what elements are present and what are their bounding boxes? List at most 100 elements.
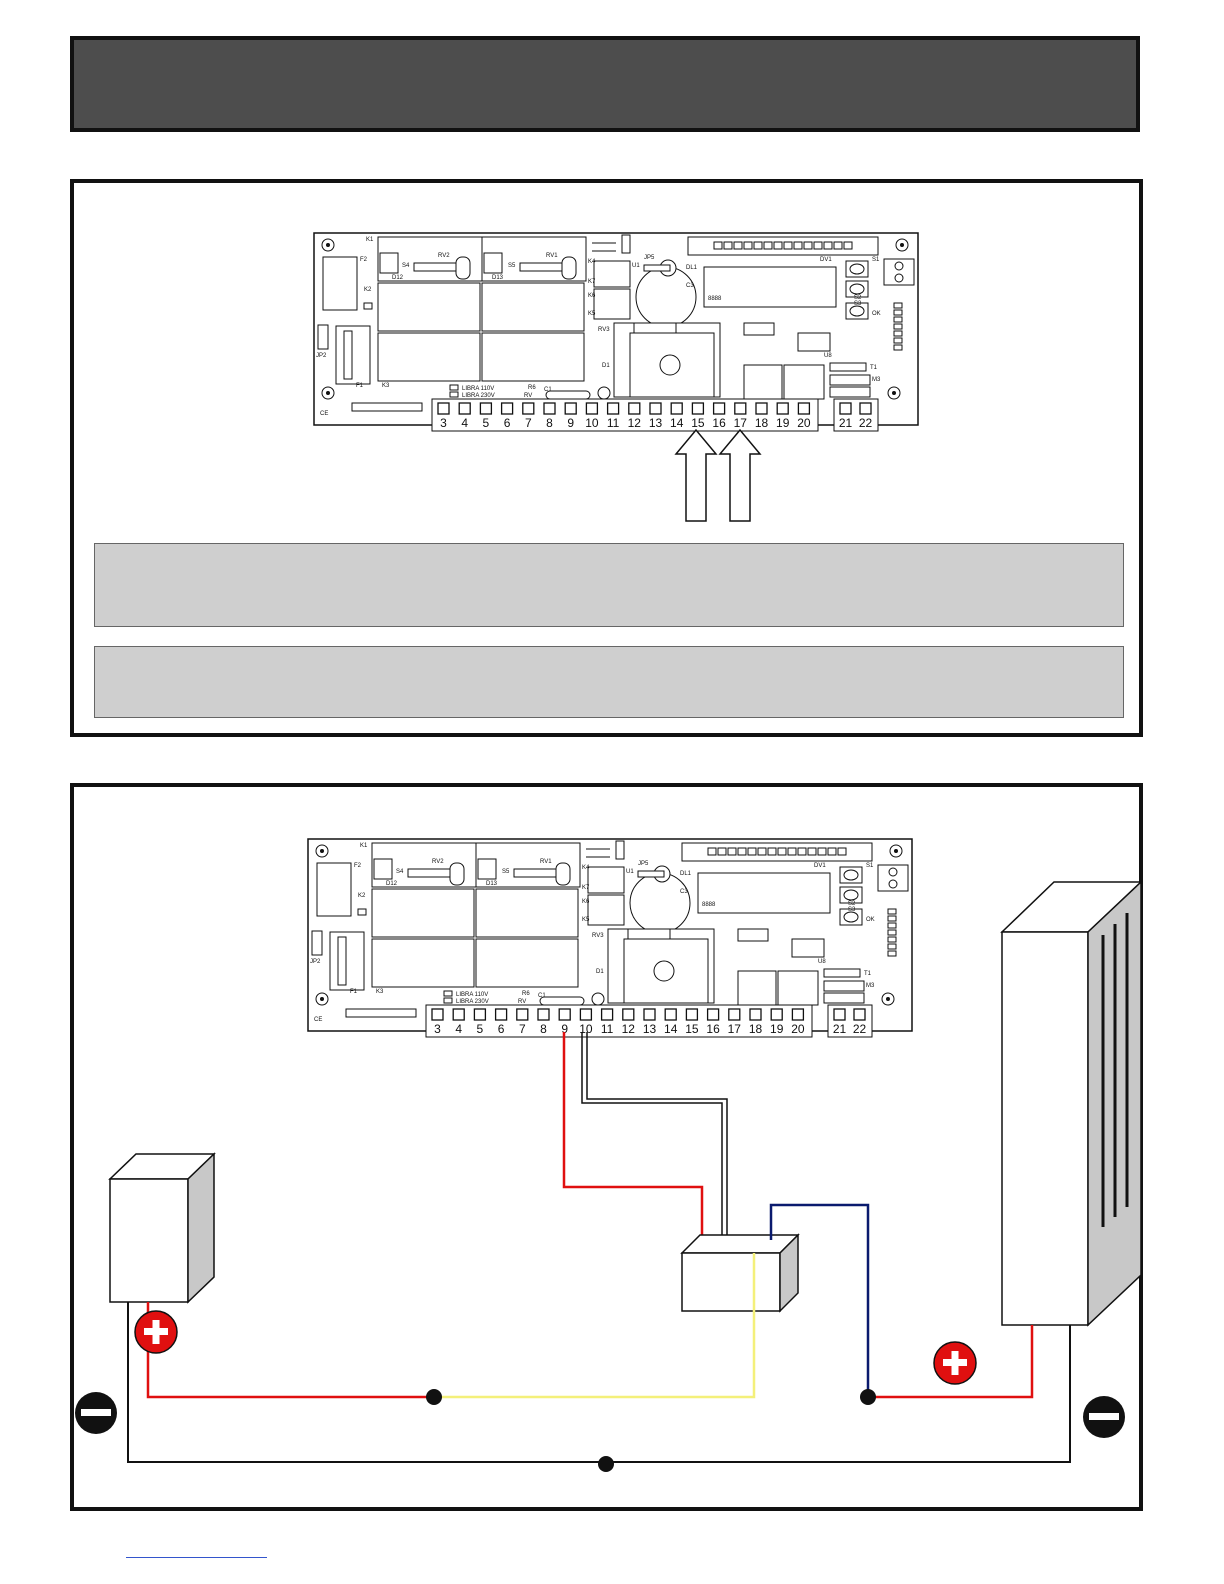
- strip-pin: [783, 241, 793, 250]
- trimmer-rv1: [513, 868, 559, 878]
- label-rv: RV: [518, 999, 526, 1005]
- mount-hole: [321, 386, 335, 400]
- terminal-number-4: 4: [455, 1022, 462, 1036]
- mount-hole-center: [894, 849, 898, 853]
- pin-header: [893, 309, 903, 316]
- terminal-number-22: 22: [859, 416, 873, 430]
- jumper-jp5: [643, 264, 671, 272]
- note-box-1: [94, 543, 1124, 627]
- label-ce: CE: [320, 411, 328, 417]
- part-small: [621, 234, 631, 254]
- mount-hole-center: [892, 391, 896, 395]
- label-c3: C3: [680, 889, 688, 895]
- label-k7: K7: [582, 885, 590, 891]
- label-k7: K7: [588, 279, 596, 285]
- mount-hole-mid: [597, 386, 611, 400]
- label-d12: D12: [386, 881, 398, 887]
- left-device-box: [108, 1152, 216, 1304]
- label-s1: S1: [872, 257, 880, 263]
- strip-pin: [753, 241, 763, 250]
- terminal-14: [670, 402, 683, 415]
- jumper-jp2: [311, 930, 323, 956]
- label-u8: U8: [818, 959, 826, 965]
- relay: [475, 938, 579, 988]
- check-110: [449, 384, 459, 391]
- mount-hole: [895, 238, 909, 252]
- terminal-6: [494, 1008, 508, 1021]
- label-t1: T1: [864, 971, 872, 977]
- label-libra-230: LIBRA 230V: [462, 393, 495, 399]
- small-part: [363, 302, 373, 310]
- fuse-f1: [335, 325, 371, 385]
- terminal-number-8: 8: [546, 416, 553, 430]
- terminal-number-5: 5: [483, 416, 490, 430]
- label-r6: R6: [522, 991, 530, 997]
- terminal-number-19: 19: [776, 416, 790, 430]
- wire-black-terminal-10-b: [586, 1032, 728, 1235]
- junction-box: [680, 1233, 800, 1313]
- terminal-20: [797, 402, 811, 415]
- label-s4: S4: [396, 869, 404, 875]
- strip-pin: [837, 847, 847, 856]
- footer-link-underline[interactable]: [126, 1557, 267, 1558]
- label-k4: K4: [582, 865, 590, 871]
- knob-rv2: [455, 256, 471, 280]
- push-button-cap: [843, 911, 859, 923]
- terminal-10: [579, 1008, 593, 1021]
- terminal-number-6: 6: [498, 1022, 505, 1036]
- relay: [475, 888, 579, 938]
- label-f2: F2: [360, 257, 368, 263]
- terminal-number-11: 11: [607, 416, 620, 430]
- terminal-18: [749, 1008, 762, 1021]
- label-d12: D12: [392, 275, 404, 281]
- mount-hole: [889, 844, 903, 858]
- fuse-f1: [329, 931, 365, 991]
- push-button-cap: [849, 263, 865, 275]
- label-k4: K4: [588, 259, 596, 265]
- arrow-up-terminal-17: [718, 428, 762, 522]
- part-m3b: [823, 992, 865, 1004]
- fuse-f1-inner: [343, 330, 353, 380]
- check-230: [449, 391, 459, 398]
- screw: [894, 261, 904, 271]
- terminal-number-11: 11: [601, 1022, 614, 1036]
- label-d1: D1: [596, 969, 604, 975]
- arrow-up-terminal-15: [674, 428, 718, 522]
- pin-header: [887, 915, 897, 922]
- terminal-4: [452, 1008, 465, 1021]
- relay: [481, 332, 585, 382]
- label-s2: S2: [854, 295, 862, 301]
- terminal-13: [643, 1008, 656, 1021]
- wire-black-terminal-10-a: [581, 1032, 723, 1235]
- terminal-8: [537, 1008, 550, 1021]
- push-button-cap: [843, 889, 859, 901]
- pin-header: [887, 943, 897, 950]
- screw: [888, 879, 898, 889]
- knob-rv2: [449, 862, 465, 886]
- trimmer-rv1: [519, 262, 565, 272]
- mount-hole: [315, 844, 329, 858]
- pin-header: [887, 936, 897, 943]
- pin-header: [893, 302, 903, 309]
- label-dv1: DV1: [820, 257, 832, 263]
- terminal-3: [431, 1008, 444, 1021]
- terminal-number-3: 3: [434, 1022, 441, 1036]
- label-k1: K1: [366, 237, 374, 243]
- switch-s5: [483, 252, 503, 274]
- mount-hole-center: [326, 243, 330, 247]
- display-digits: 8888: [708, 296, 722, 302]
- terminal-number-7: 7: [525, 416, 532, 430]
- label-k3: K3: [376, 989, 384, 995]
- terminal-13: [649, 402, 662, 415]
- pin-header: [887, 950, 897, 957]
- junction-dot-right: [860, 1389, 876, 1405]
- label-s3: S3: [848, 907, 856, 913]
- terminal-3: [437, 402, 450, 415]
- push-button-cap: [849, 283, 865, 295]
- relay-k7: [593, 260, 631, 288]
- label-libra-110: LIBRA 110V: [462, 386, 494, 392]
- display-frame: [703, 266, 837, 308]
